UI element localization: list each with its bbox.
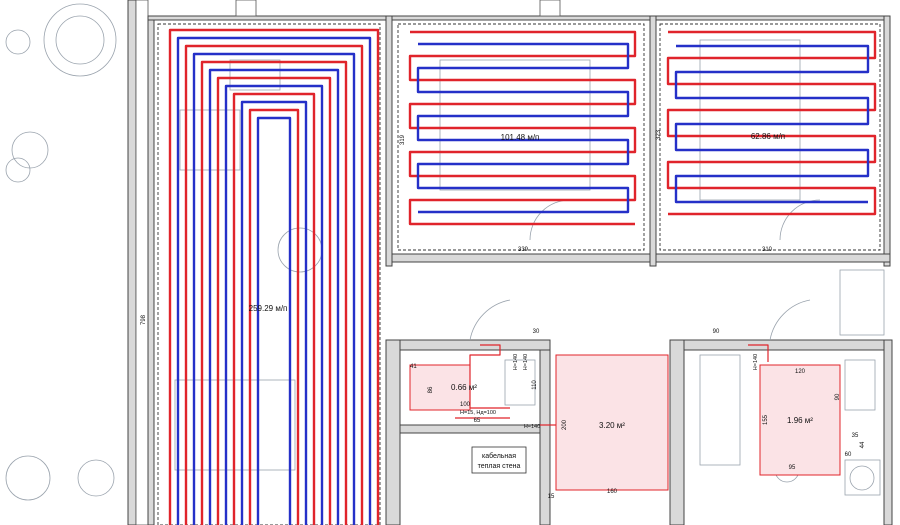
wc-h140-a: Н=140 — [513, 354, 519, 370]
living-loop-5 — [208, 68, 340, 525]
bedroom2-loop-length: 62.86 м/п — [751, 132, 785, 141]
living-loop-length: 259.29 м/п — [249, 304, 288, 313]
note-line2: теплая стена — [478, 463, 521, 470]
garden-area — [0, 0, 128, 525]
bath-right-heated-area — [759, 364, 841, 476]
living-loop-6 — [216, 76, 332, 525]
bedroom1-return-loop — [416, 42, 630, 214]
bath-center-dim-15: 15 — [548, 494, 555, 500]
bath-center-area: 3.20 м² — [599, 421, 625, 430]
wc-h140-b: Н=140 — [523, 354, 529, 370]
wc-area: 0.66 м² — [451, 383, 477, 392]
bath-right-dim-35: 35 — [852, 433, 859, 439]
washing-machine-icon — [844, 459, 881, 496]
living-loop-0 — [168, 28, 380, 525]
bath-right-dim-44: 44 — [860, 441, 866, 448]
chair-icon — [77, 459, 115, 497]
living-loop-1 — [176, 36, 372, 525]
wc-dim-65: 65 — [474, 418, 481, 424]
living-dim: 798 — [141, 314, 147, 325]
living-loop-2 — [184, 44, 364, 525]
bath-center-dim-30: 30 — [533, 329, 540, 335]
bath-right-dim-155: 155 — [763, 414, 769, 425]
bath-right-h140: Н=140 — [753, 354, 759, 370]
living-loop-7 — [224, 84, 324, 525]
heating-loops — [168, 28, 877, 525]
living-loop-10 — [248, 108, 300, 525]
note-box: кабельная теплая стена — [471, 446, 527, 474]
bedroom1-supply-loop — [408, 30, 637, 226]
bedroom2-return-loop — [674, 44, 870, 204]
bedroom1-dim-bottom: 339 — [518, 247, 529, 253]
bedroom1-boundary — [397, 23, 645, 251]
bath-center-h140: Н=140 — [524, 424, 540, 430]
wc-sink-icon — [504, 359, 536, 406]
bedroom2-dim-bottom: 310 — [762, 247, 773, 253]
bedroom2-supply-loop — [666, 30, 877, 216]
living-loop-11 — [256, 116, 292, 525]
bath-right-area: 1.96 м² — [787, 416, 813, 425]
bath-right-dim-60: 60 — [845, 452, 852, 458]
electric-cable — [455, 344, 769, 426]
bath-right-dim-95: 95 — [789, 465, 796, 471]
wc-dim-41: 41 — [410, 364, 417, 370]
living-loop-3 — [192, 52, 356, 525]
note-line1: кабельная — [482, 452, 516, 460]
bath-center-dim-110: 110 — [532, 380, 538, 390]
bedroom2-dim-side: 323 — [656, 129, 662, 140]
bath-center-dim-160: 160 — [607, 489, 618, 495]
sink-icon — [844, 359, 876, 411]
living-loop-8 — [232, 92, 316, 525]
wc-height-label: Н=15, Нд=100 — [460, 410, 496, 416]
wc-dim-86: 86 — [428, 386, 434, 393]
living-loop-9 — [240, 100, 308, 525]
bedroom2-boundary — [659, 23, 881, 251]
living-boundary — [157, 23, 381, 525]
bath-right-dim-90: 90 — [713, 329, 720, 335]
plant-icon — [5, 29, 31, 55]
bedroom1-dim-side: 319 — [400, 134, 406, 145]
bathtub-icon — [699, 354, 741, 466]
walls — [127, 0, 893, 525]
plant-icon — [5, 455, 51, 501]
bath-center-dim-200: 200 — [562, 419, 568, 430]
bath-right-dim-90b: 90 — [835, 393, 841, 400]
wc-dim-100: 100 — [460, 402, 471, 408]
bedroom1-loop-length: 101.48 м/п — [501, 133, 540, 142]
living-loop-4 — [200, 60, 348, 525]
round-table-icon — [43, 3, 117, 77]
bath-right-dim-120: 120 — [795, 369, 806, 375]
bath-center-heated-area — [555, 354, 669, 491]
